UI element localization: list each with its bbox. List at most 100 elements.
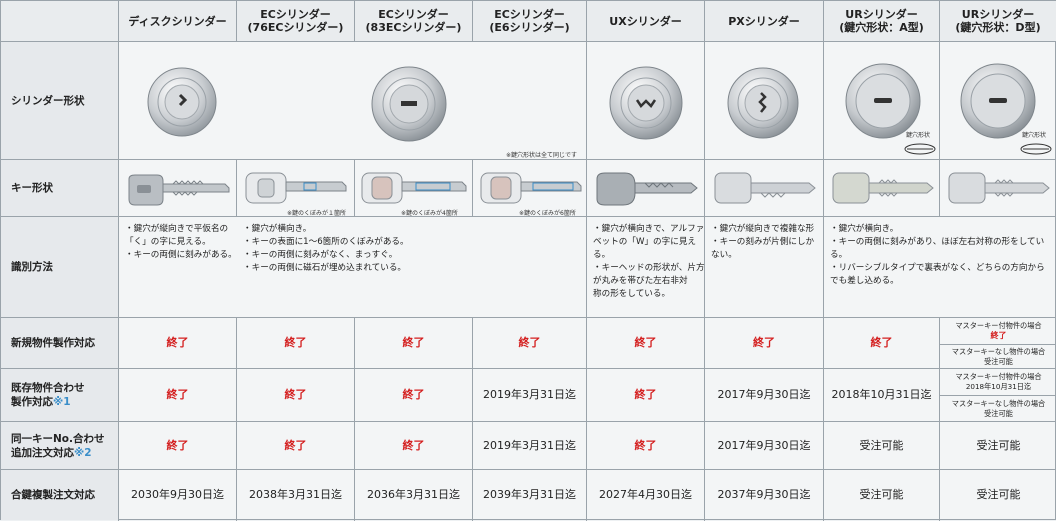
existing-ec76: 終了 [284,388,307,401]
existing-ur-d-nomaster: マスターキーなし物件の場合 受注可能 [940,396,1056,421]
existing-disc: 終了 [166,388,189,401]
duplicate-e6: 2039年3月31日迄 [483,488,576,501]
duplicate-ur-a: 受注可能 [859,488,904,501]
sub-value: 終了 [990,331,1007,340]
ur-d-key-image [948,172,1050,204]
row-label-same-key: 同一キーNo.合わせ追加注文対応※2 [1,422,118,469]
same-key-ec76: 終了 [284,438,307,452]
identification-ux: ・鍵穴が横向きで、アルファ ベットの「W」の字に見え る。 ・キーヘッドの形状が… [587,217,705,301]
existing-ur-a: 2018年10月31日迄 [831,388,932,401]
same-key-px: 2017年9月30日迄 [717,438,811,452]
grid-line [1,159,1056,160]
header-title: URシリンダー [845,8,918,21]
ec-cylinder-image [371,66,447,142]
grid-line [236,1,237,41]
row-label-new-property: 新規物件製作対応 [1,318,118,368]
disc-cylinder-image [147,67,217,137]
desc-line: ・鍵穴が横向き。 [830,224,899,234]
same-shape-note: ※鍵穴形状は全て同じです [506,152,578,159]
header-subtitle: (鍵穴形状：A型) [839,21,924,34]
keyhole-shape-a-icon [904,143,936,155]
new-property-ur-a: 終了 [870,336,893,349]
desc-line: ・キーの両側に刻みがある。 [125,250,237,260]
grid-line [236,160,237,217]
desc-line: ない。 [711,250,737,260]
new-property-e6: 終了 [518,336,541,349]
dimples-1-note: ※鍵のくぼみが１箇所 [287,210,347,217]
existing-ec83: 終了 [402,388,425,401]
header-subtitle: (76ECシリンダー) [247,21,344,34]
duplicate-px: 2037年9月30日迄 [717,488,811,501]
new-property-ec76: 終了 [284,336,307,349]
label-text: 追加注文対応 [11,446,74,459]
identification-disc: ・鍵穴が縦向きで平仮名の 「く」の字に見える。 ・キーの両側に刻みがある。 [119,217,237,262]
row-label-existing: 既存物件合わせ製作対応※1 [1,369,118,421]
same-key-ux: 終了 [634,438,657,452]
ux-key-image [596,172,698,206]
same-key-ur-a: 受注可能 [859,438,904,452]
grid-line [118,1,119,521]
dimples-6-note: ※鍵のくぼみが6箇所 [519,210,576,217]
header-e6: ECシリンダー(E6シリンダー) [473,1,586,41]
row-label-identification: 識別方法 [1,217,118,317]
duplicate-ur-d: 受注可能 [976,488,1021,501]
desc-line: が丸みを帯びた左右非対 [593,276,688,286]
grid-line [1,216,1056,217]
sub-label: マスターキー付物件の場合 [955,372,1042,381]
row-label-key-shape: キー形状 [1,160,118,216]
label-text: シリンダー形状 [11,94,85,107]
desc-line: ・鍵穴が横向き。 [243,224,312,234]
label-text: キー形状 [11,182,53,194]
grid-line [939,344,1056,345]
keyhole-shape-label-d: 鍵穴形状 [1022,132,1047,139]
existing-px: 2017年9月30日迄 [717,388,811,401]
header-ur-a: URシリンダー(鍵穴形状：A型) [824,1,939,41]
grid-line [472,160,473,217]
ec83-key-image [361,172,467,204]
new-property-ur-d-master: マスターキー付物件の場合 終了 [940,318,1056,344]
header-ec83: ECシリンダー(83ECシリンダー) [355,1,472,41]
px-cylinder-image [727,67,799,139]
header-ec76: ECシリンダー(76ECシリンダー) [237,1,354,41]
grid-line [823,1,824,521]
label-text: 合鍵複製注文対応 [11,489,95,501]
grid-line [586,1,587,521]
same-key-disc: 終了 [166,438,189,452]
header-subtitle: (83ECシリンダー) [365,21,462,34]
e6-key-image [480,172,582,204]
ur-d-cylinder-image [960,63,1036,139]
desc-line: ・キーの両側に刻みがなく、まっすぐ。 [243,250,398,260]
header-subtitle: (鍵穴形状：D型) [955,21,1041,34]
ur-a-key-image [832,172,934,204]
same-key-e6: 2019年3月31日迄 [483,438,576,452]
grid-line [472,1,473,41]
new-property-ur-d-nomaster: マスターキーなし物件の場合 受注可能 [940,345,1056,368]
new-property-px: 終了 [753,336,775,349]
identification-px: ・鍵穴が縦向きで複雑な形 ・キーの刻みが片側にしか ない。 [705,217,823,262]
desc-line: ・リバーシブルタイプで裏表がなく、どちらの方向から [830,263,1045,273]
existing-ur-d-master: マスターキー付物件の場合 2018年10月31日迄 [940,369,1056,395]
grid-line [1,368,1056,369]
duplicate-disc: 2030年9月30日迄 [131,488,224,501]
desc-line: ・鍵穴が縦向きで複雑な形 [711,224,815,234]
desc-line: 称の形をしている。 [593,289,671,299]
header-title: UXシリンダー [609,14,682,28]
grid-line [1,317,1056,318]
sub-label: マスターキーなし物件の場合 [951,346,1046,356]
desc-line: ・鍵穴が縦向きで平仮名の [125,224,229,234]
label-text-2: 追加注文対応※2 [11,446,118,460]
desc-line: る。 [830,250,848,260]
grid-line [1,41,1056,42]
ec76-key-image [245,172,347,204]
header-title: ディスクシリンダー [128,14,227,28]
duplicate-ux: 2027年4月30日迄 [599,488,692,501]
new-property-disc: 終了 [166,336,189,349]
grid-line [704,1,705,521]
desc-line: る。 [593,250,611,260]
ur-a-cylinder-image [845,63,921,139]
header-title: ECシリンダー [494,8,565,21]
grid-line [1,469,1056,470]
grid-line [472,317,473,521]
header-title: URシリンダー [961,8,1035,21]
